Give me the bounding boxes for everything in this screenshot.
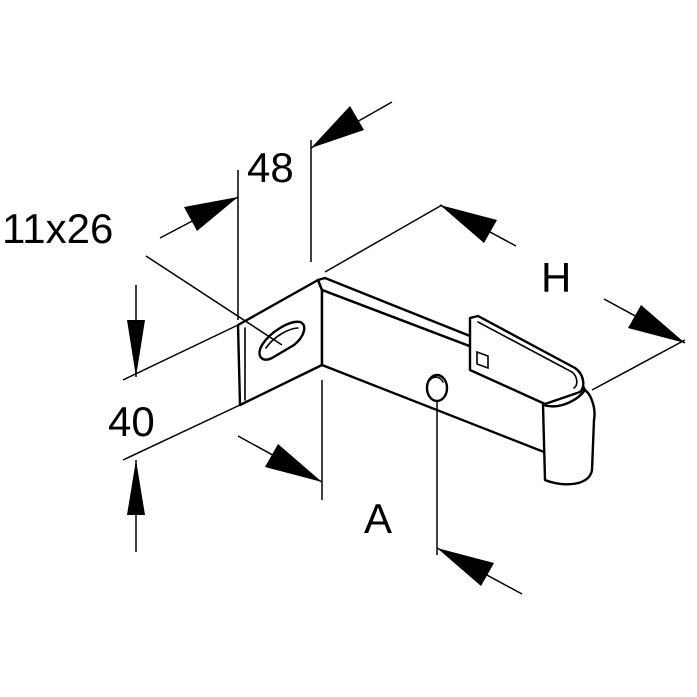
dimension-A: A — [237, 380, 523, 595]
arrow-H-right-icon — [628, 305, 685, 343]
arrow-40-top-icon — [127, 320, 145, 377]
dimension-11x26: 11x26 — [2, 205, 283, 346]
dimension-H: H — [324, 204, 686, 391]
hook-tab — [476, 350, 489, 370]
hook-end — [541, 388, 596, 486]
dimension-48: 48 — [159, 101, 393, 320]
dimension-40: 40 — [108, 285, 241, 552]
arrow-48-right-icon — [311, 106, 364, 148]
extension-line-40-top — [122, 324, 239, 381]
dimension-label-48: 48 — [247, 144, 294, 191]
dimension-label-A: A — [364, 495, 392, 542]
extension-line-H-right — [591, 339, 686, 391]
hook-lip — [468, 314, 585, 406]
slot-inner-edge — [265, 327, 299, 349]
mounting-slot — [258, 320, 306, 361]
dimension-label-slot: 11x26 — [2, 205, 113, 252]
dimension-label-H: H — [541, 254, 571, 301]
arrow-40-bottom-icon — [127, 460, 145, 515]
arrow-A-left-icon — [265, 444, 322, 482]
extension-line-40-bottom — [122, 404, 241, 461]
leader-line-slot — [145, 255, 283, 346]
arrow-H-left-icon — [440, 205, 497, 243]
extension-line-H-left — [324, 204, 443, 273]
arrow-48-left-icon — [184, 197, 238, 231]
wall-bracket — [236, 276, 596, 486]
hook-lip-inner — [477, 321, 578, 389]
arrow-A-right-icon — [437, 548, 494, 586]
round-hole-inner — [429, 376, 444, 383]
dimension-label-40: 40 — [108, 398, 155, 445]
